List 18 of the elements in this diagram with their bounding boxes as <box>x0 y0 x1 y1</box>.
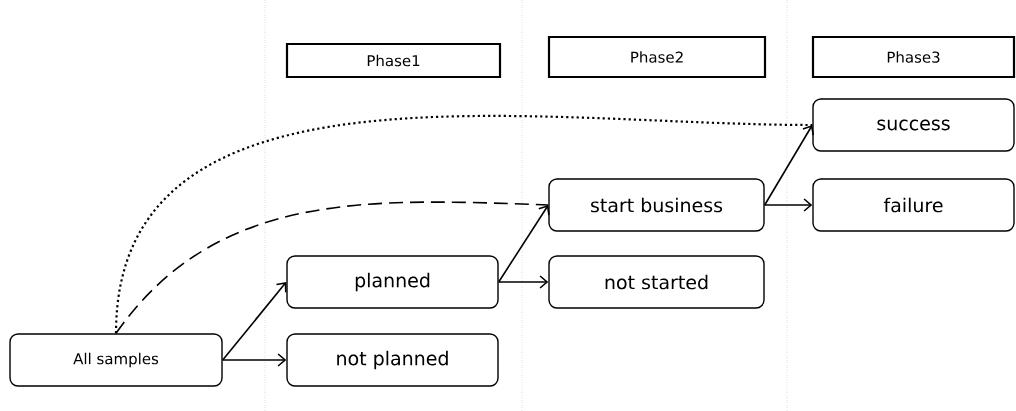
process-box: failure <box>812 178 1015 232</box>
process-box: success <box>812 98 1015 152</box>
phase-header-box: Phase3 <box>811 35 1016 79</box>
phase-header-box: Phase1 <box>285 42 502 79</box>
arrow <box>763 198 813 212</box>
connector-line <box>115 201 550 335</box>
process-box: planned <box>286 255 499 309</box>
arrow <box>497 275 549 289</box>
process-box: not started <box>548 255 765 309</box>
phase-header-box: Phase2 <box>547 35 767 79</box>
arrow <box>221 282 287 361</box>
process-box: not planned <box>286 333 499 387</box>
connector-line <box>114 114 813 334</box>
arrow <box>497 205 550 283</box>
arrow <box>763 125 815 206</box>
process-box: start business <box>548 178 765 232</box>
arrow <box>221 353 287 367</box>
process-box: All samples <box>9 333 223 387</box>
